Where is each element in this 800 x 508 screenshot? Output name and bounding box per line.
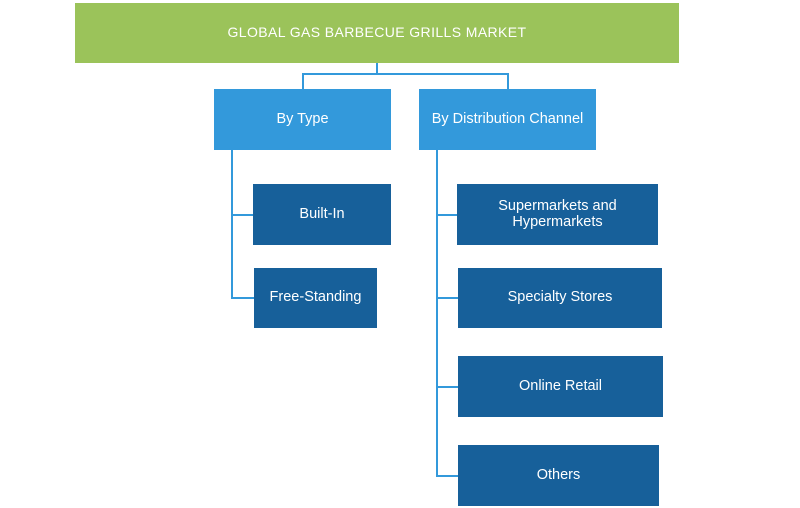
category-by-type-label: By Type bbox=[276, 110, 329, 127]
connector-type-item-1 bbox=[231, 214, 253, 216]
connector-distribution-trunk bbox=[436, 150, 438, 475]
leaf-supermarkets-hypermarkets: Supermarkets and Hypermarkets bbox=[457, 184, 658, 245]
connector-root-horizontal bbox=[302, 73, 509, 75]
category-by-distribution-channel: By Distribution Channel bbox=[419, 89, 596, 150]
connector-distribution-item-2 bbox=[436, 297, 458, 299]
connector-distribution-item-3 bbox=[436, 386, 458, 388]
leaf-online-retail-label: Online Retail bbox=[518, 377, 602, 394]
connector-distribution-item-4 bbox=[436, 475, 458, 477]
diagram-root-label: GLOBAL GAS BARBECUE GRILLS MARKET bbox=[227, 24, 527, 41]
leaf-supermarkets-hypermarkets-label: Supermarkets and Hypermarkets bbox=[498, 197, 617, 230]
connector-root-down bbox=[376, 63, 378, 74]
connector-to-by-distribution bbox=[507, 73, 509, 89]
leaf-specialty-stores-label: Specialty Stores bbox=[507, 289, 613, 306]
connector-distribution-item-1 bbox=[436, 214, 457, 216]
leaf-others: Others bbox=[458, 445, 659, 506]
connector-to-by-type bbox=[302, 73, 304, 89]
leaf-built-in: Built-In bbox=[253, 184, 391, 245]
category-by-distribution-channel-label: By Distribution Channel bbox=[431, 110, 584, 127]
category-by-type: By Type bbox=[214, 89, 391, 150]
diagram-root-node: GLOBAL GAS BARBECUE GRILLS MARKET bbox=[75, 3, 679, 63]
connector-type-trunk bbox=[231, 150, 233, 298]
leaf-free-standing-label: Free-Standing bbox=[269, 289, 362, 306]
leaf-free-standing: Free-Standing bbox=[254, 268, 377, 328]
leaf-built-in-label: Built-In bbox=[299, 205, 345, 222]
leaf-specialty-stores: Specialty Stores bbox=[458, 268, 662, 328]
leaf-others-label: Others bbox=[536, 466, 581, 483]
leaf-online-retail: Online Retail bbox=[458, 356, 663, 417]
connector-type-item-2 bbox=[231, 297, 254, 299]
